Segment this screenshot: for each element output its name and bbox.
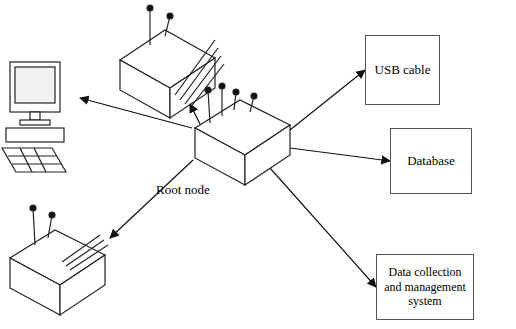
system-box: USB cable: [365, 35, 440, 105]
connector-arrow: [290, 148, 390, 161]
system-box: Database: [390, 128, 472, 194]
box-label: Database: [407, 153, 455, 169]
sensor-node-icon: [10, 205, 108, 315]
connector-arrow: [270, 168, 376, 287]
root-node: Root node: [150, 78, 295, 203]
computer-icon: [2, 62, 66, 172]
system-box: Data collection and management system: [376, 254, 474, 320]
box-label: Data collection and management system: [381, 265, 469, 308]
node-label: Root node: [156, 182, 210, 198]
box-label: USB cable: [375, 62, 431, 78]
connector-arrow: [290, 70, 365, 130]
link-arrow: [80, 98, 200, 238]
